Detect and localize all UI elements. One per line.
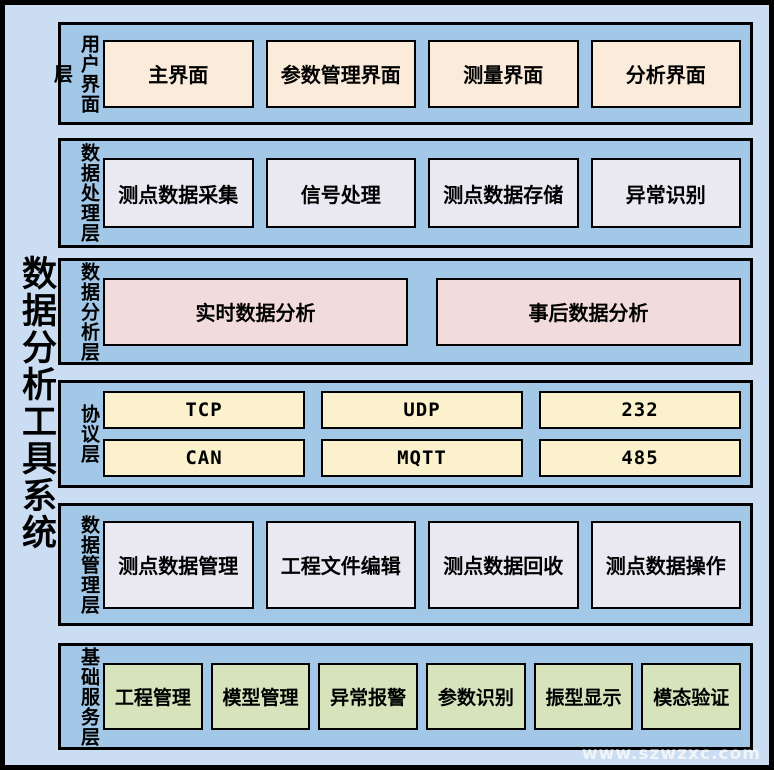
box-point-data-operate: 测点数据操作: [590, 520, 741, 609]
layer-boxes: 工程管理 模型管理 异常报警 参数识别 振型显示 模态验证: [103, 646, 742, 747]
layer-data-management: 数据管理层 测点数据管理 工程文件编辑 测点数据回收 测点数据操作: [58, 503, 753, 626]
box-can: CAN: [103, 439, 305, 477]
protocol-row: TCP UDP 232: [103, 391, 741, 429]
layer-label: 数据分析层: [78, 261, 100, 362]
box-param-identify: 参数识别: [426, 663, 526, 730]
layer-boxes: 实时数据分析 事后数据分析: [103, 261, 741, 362]
box-point-data-mgmt: 测点数据管理: [103, 520, 254, 609]
box-realtime-analysis: 实时数据分析: [103, 277, 408, 346]
box-project-mgmt: 工程管理: [103, 663, 203, 730]
layer-boxes: 测点数据管理 工程文件编辑 测点数据回收 测点数据操作: [103, 506, 741, 623]
box-measure-ui: 测量界面: [428, 39, 579, 108]
layer-label: 用户界面层: [51, 33, 100, 114]
protocol-rows: TCP UDP 232 CAN MQTT 485: [103, 391, 741, 477]
box-anomaly-alarm: 异常报警: [318, 663, 419, 730]
system-title: 数据分析工具系统: [16, 255, 56, 551]
box-mode-shape-display: 振型显示: [533, 663, 634, 730]
box-post-analysis: 事后数据分析: [436, 277, 741, 346]
protocol-row: CAN MQTT 485: [103, 439, 741, 477]
layer-user-interface: 用户界面层 主界面 参数管理界面 测量界面 分析界面: [51, 22, 753, 125]
layer-label: 数据处理层: [78, 143, 100, 243]
layer-label: 基础服务层: [78, 646, 100, 747]
box-485: 485: [539, 439, 741, 477]
box-anomaly-detect: 异常识别: [590, 158, 741, 228]
box-modal-validation: 模态验证: [641, 663, 742, 730]
box-232: 232: [539, 391, 741, 429]
box-analysis-ui: 分析界面: [590, 39, 741, 108]
box-mqtt: MQTT: [321, 439, 523, 477]
layer-label: 数据管理层: [78, 514, 100, 615]
box-project-file-edit: 工程文件编辑: [265, 520, 416, 609]
box-point-data-storage: 测点数据存储: [428, 158, 579, 228]
box-main-ui: 主界面: [103, 39, 254, 108]
layer-label: 协议层: [78, 404, 100, 464]
box-point-data-collect: 测点数据采集: [103, 158, 254, 228]
layer-data-processing: 数据处理层 测点数据采集 信号处理 测点数据存储 异常识别: [58, 138, 753, 248]
layer-data-analysis: 数据分析层 实时数据分析 事后数据分析: [58, 258, 753, 365]
layer-stack: 用户界面层 主界面 参数管理界面 测量界面 分析界面 数据处理层 测点数据采集 …: [51, 22, 753, 750]
box-param-mgmt-ui: 参数管理界面: [265, 39, 416, 108]
watermark: www.szwzxc.com: [581, 744, 761, 764]
layer-boxes: 测点数据采集 信号处理 测点数据存储 异常识别: [103, 141, 741, 245]
box-model-mgmt: 模型管理: [210, 663, 311, 730]
layer-protocol: 协议层 TCP UDP 232 CAN MQTT 485: [58, 380, 753, 488]
box-signal-processing: 信号处理: [265, 158, 416, 228]
box-udp: UDP: [321, 391, 523, 429]
box-tcp: TCP: [103, 391, 305, 429]
layer-boxes: 主界面 参数管理界面 测量界面 分析界面: [103, 25, 741, 122]
box-point-data-recycle: 测点数据回收: [428, 520, 579, 609]
layer-basic-services: 基础服务层 工程管理 模型管理 异常报警 参数识别 振型显示 模态验证: [58, 643, 753, 750]
